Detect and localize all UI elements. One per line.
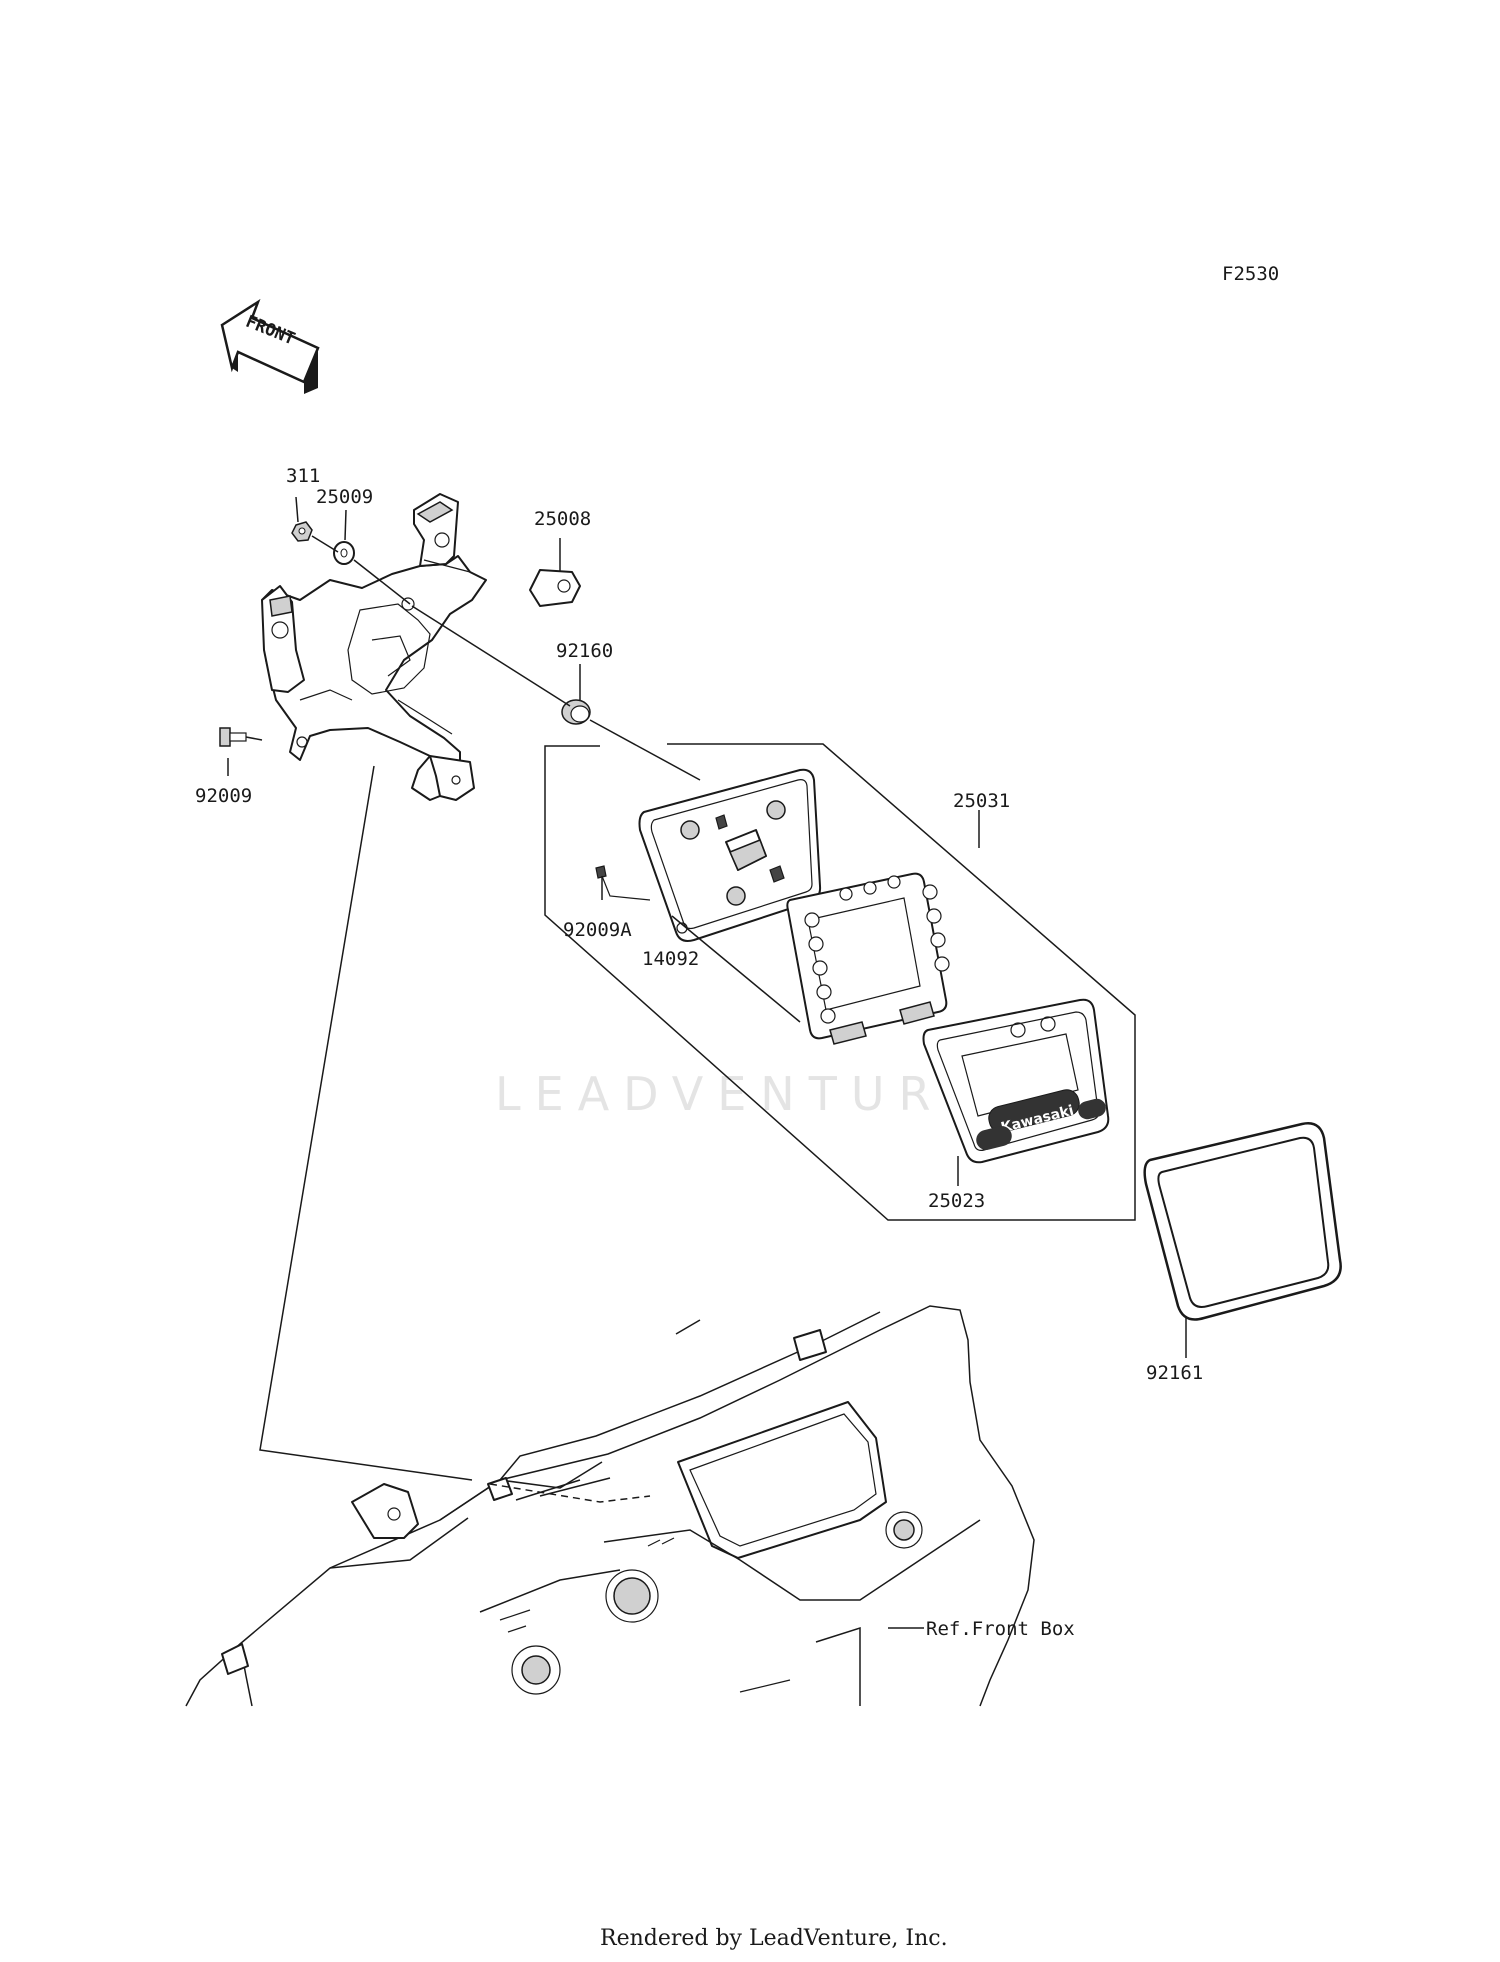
callout-14092: 14092 [642, 948, 699, 970]
diagram-code: F2530 [1222, 263, 1279, 285]
callout-25008: 25008 [534, 508, 591, 530]
callout-92009: 92009 [195, 785, 252, 807]
callout-92161: 92161 [1146, 1362, 1203, 1384]
front-box-reference [185, 1305, 1035, 1707]
meter-lens-25023: Kawasaki [922, 998, 1110, 1164]
bracket-25008 [261, 493, 581, 801]
front-arrow-icon: FRONT [220, 298, 320, 394]
washer-25009 [333, 541, 355, 565]
watermark: LEADVENTURE [495, 1067, 988, 1121]
callout-311: 311 [286, 465, 320, 487]
circuit-board [786, 872, 950, 1045]
seal-92161 [1143, 1122, 1342, 1321]
screw-92009a [595, 865, 651, 901]
credit-text: Rendered by LeadVenture, Inc. [600, 1926, 948, 1951]
callout-25031: 25031 [953, 790, 1010, 812]
assembly-outline-25031 [544, 743, 1136, 1221]
callout-92009a: 92009A [563, 919, 632, 941]
callout-25009: 25009 [316, 486, 373, 508]
callout-25023: 25023 [928, 1190, 985, 1212]
bolt-92009 [219, 727, 247, 747]
callout-ref-front-box: Ref.Front Box [926, 1618, 1075, 1640]
nut-311 [291, 521, 313, 542]
callout-92160: 92160 [556, 640, 613, 662]
